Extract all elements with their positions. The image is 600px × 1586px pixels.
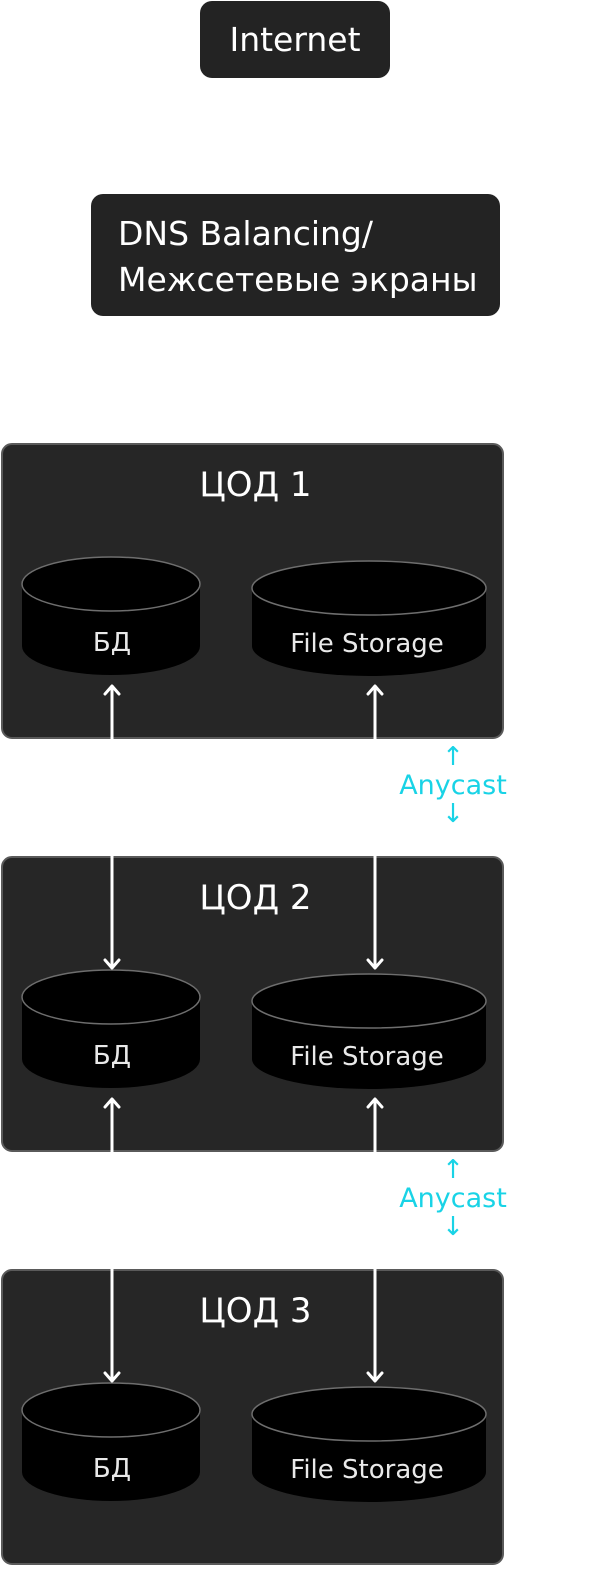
storage-up-arrow-icon	[366, 1097, 384, 1157]
dns-line-1: DNS Balancing/	[118, 214, 373, 253]
anycast-down-arrow-icon: ↓	[442, 799, 464, 829]
file-storage-label: File Storage	[290, 1042, 444, 1072]
internet-label: Internet	[229, 20, 361, 59]
internet-node: Internet	[200, 1, 390, 78]
file-storage-label: File Storage	[290, 629, 444, 659]
db-down-arrow-icon	[103, 1267, 121, 1383]
db-label: БД	[93, 1041, 131, 1071]
datacenter-1-title: ЦОД 1	[199, 465, 312, 505]
anycast-link-2: ↑ Anycast ↓	[398, 1157, 508, 1240]
storage-up-arrow-icon	[366, 684, 384, 744]
file-storage-label: File Storage	[290, 1455, 444, 1485]
db-up-arrow-icon	[103, 684, 121, 744]
db-label: БД	[93, 1454, 131, 1484]
datacenter-1-storage: БД File Storage	[21, 556, 487, 677]
storage-down-arrow-icon	[366, 1267, 384, 1383]
db-label: БД	[93, 628, 131, 658]
anycast-label: Anycast	[399, 1183, 507, 1214]
replication-arrows	[103, 684, 384, 1383]
datacenter-3-title: ЦОД 3	[199, 1291, 312, 1331]
anycast-down-arrow-icon: ↓	[442, 1212, 464, 1242]
dns-line-2: Межсетевые экраны	[118, 260, 478, 299]
datacenter-2-title: ЦОД 2	[199, 878, 312, 918]
anycast-label: Anycast	[399, 770, 507, 801]
anycast-up-arrow-icon: ↑	[442, 742, 464, 772]
db-up-arrow-icon	[103, 1097, 121, 1157]
anycast-up-arrow-icon: ↑	[442, 1155, 464, 1185]
anycast-link-1: ↑ Anycast ↓	[398, 744, 508, 827]
db-down-arrow-icon	[103, 854, 121, 970]
datacenter-3-storage: БД File Storage	[21, 1382, 487, 1503]
dns-balancing-node: DNS Balancing/ Межсетевые экраны	[91, 194, 500, 316]
datacenter-2-storage: БД File Storage	[21, 969, 487, 1090]
storage-down-arrow-icon	[366, 854, 384, 970]
